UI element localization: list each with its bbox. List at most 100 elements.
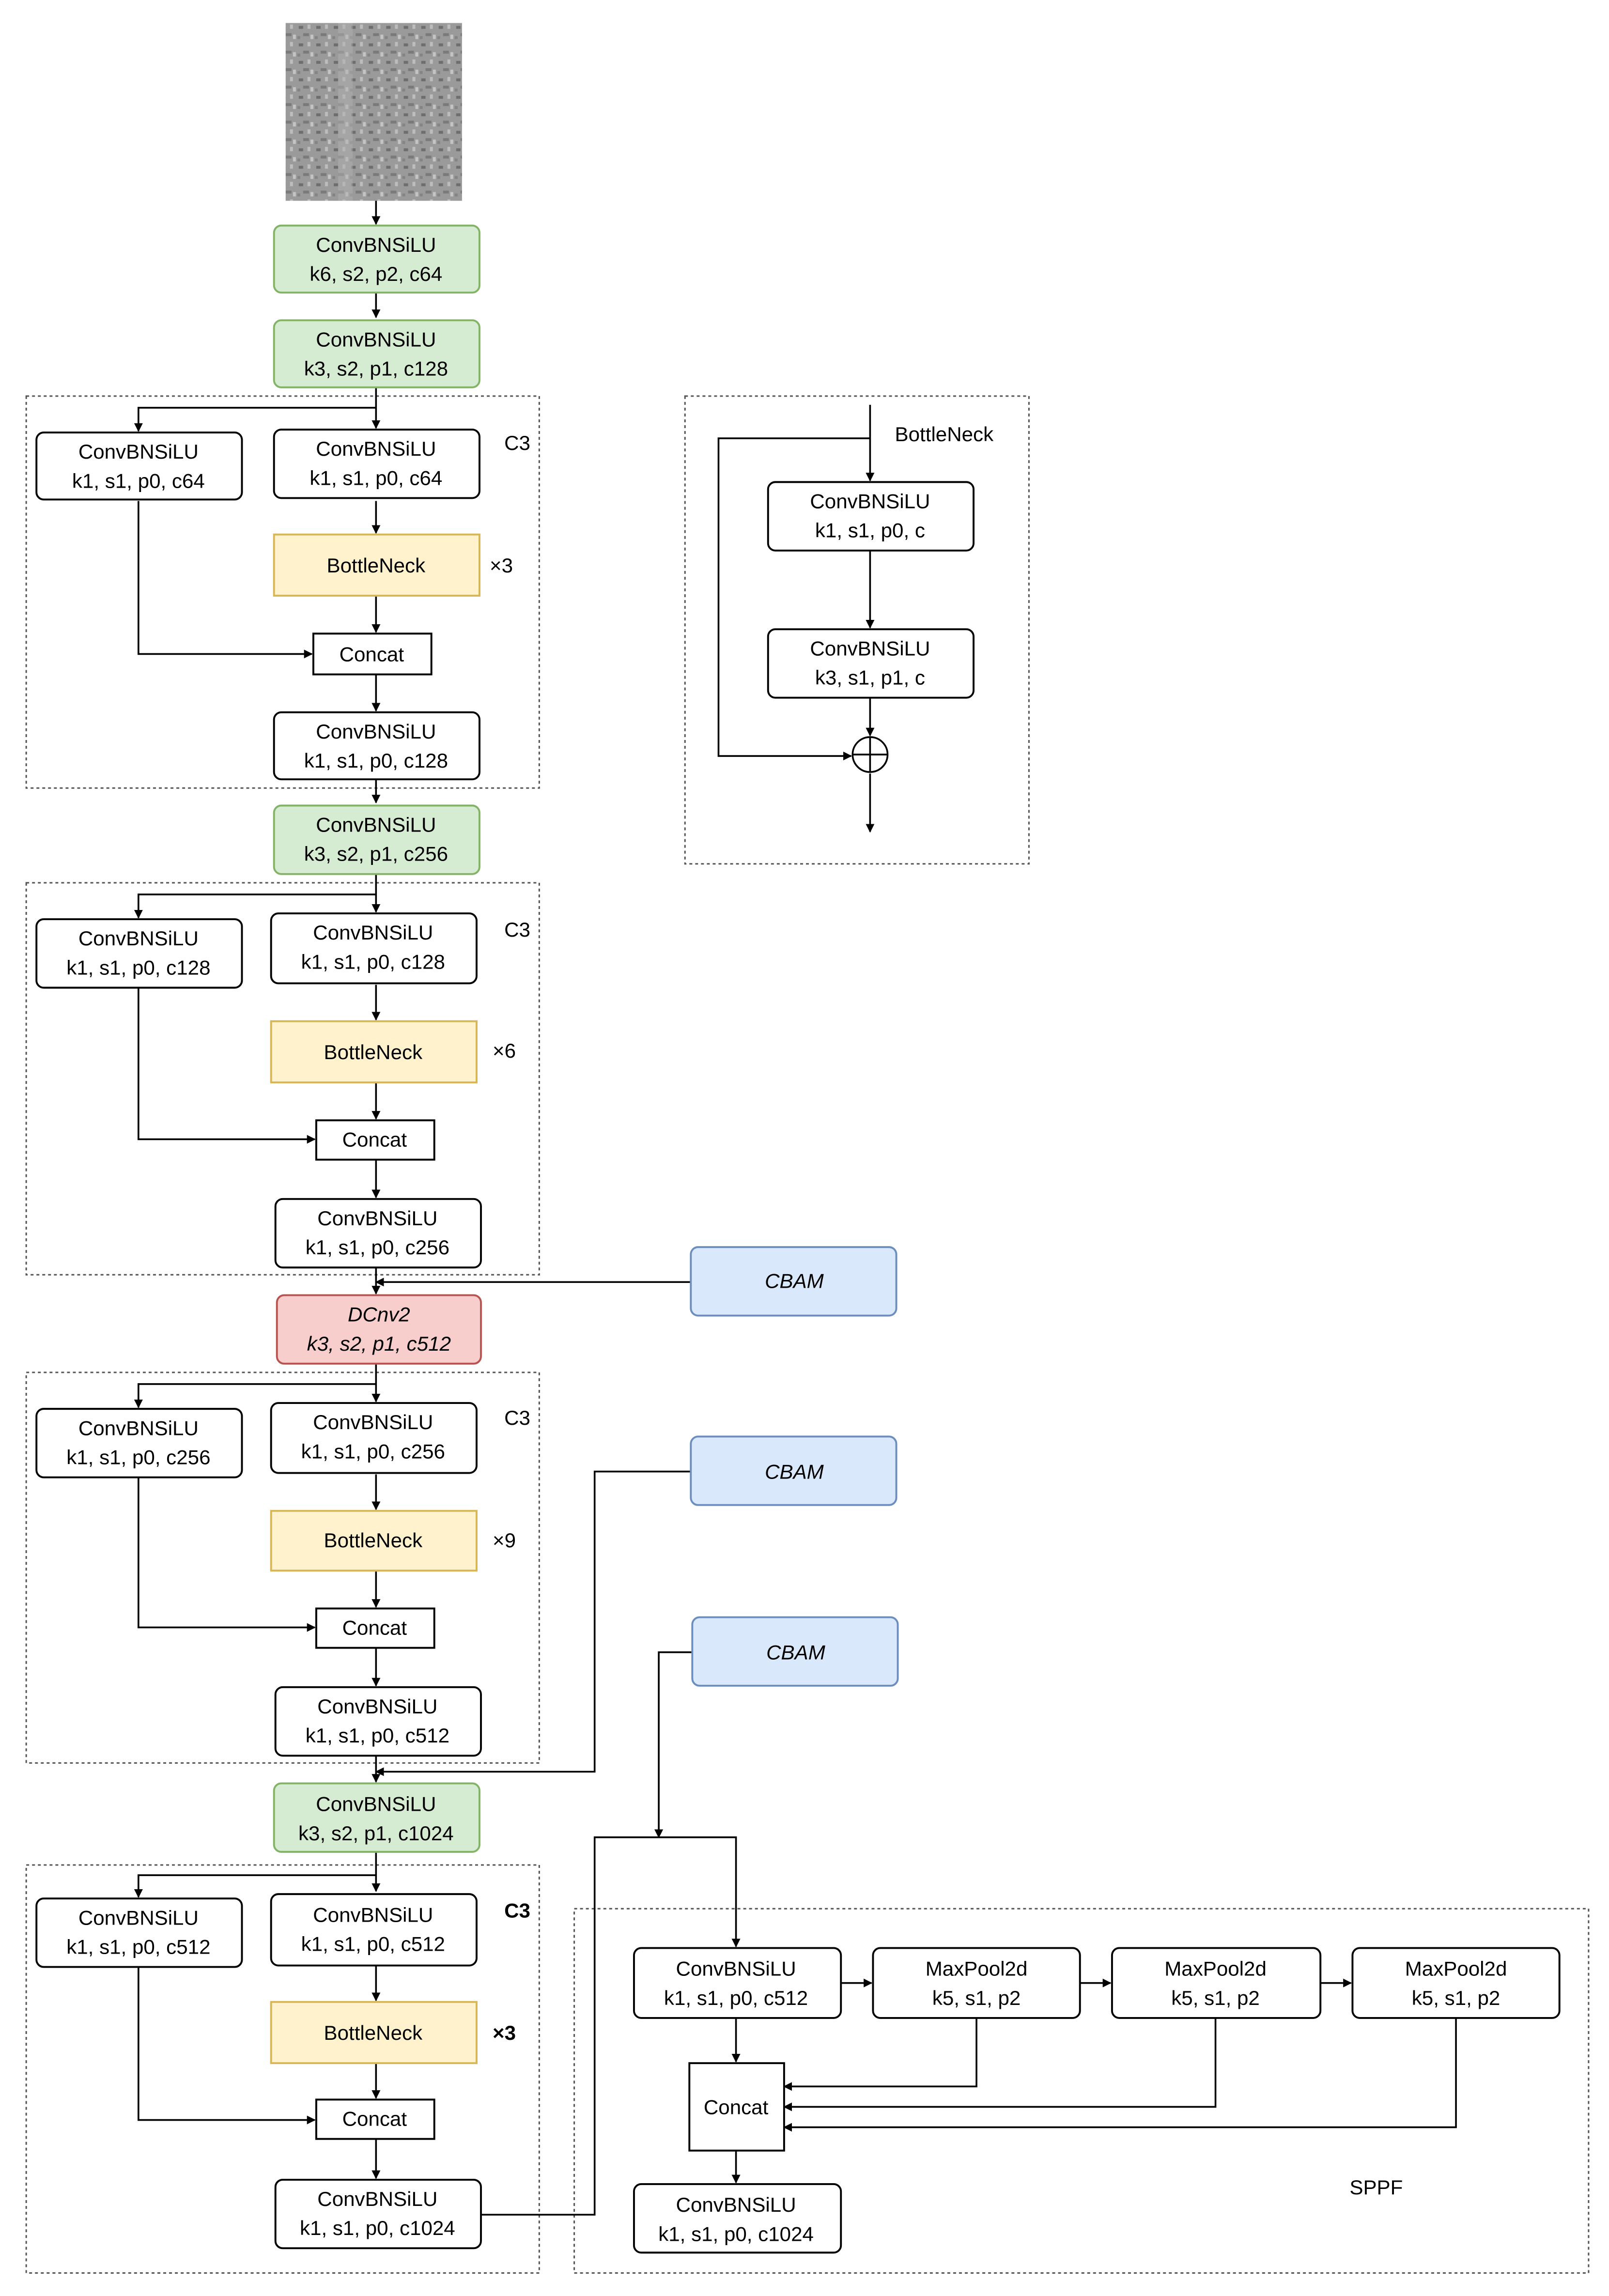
c3-block-4: C3 ConvBNSiLU k1, s1, p0, c512 ConvBNSiL… [35, 1893, 530, 2250]
sppf-frame [573, 1908, 1590, 2274]
c3-block-2-right-conv: ConvBNSiLU k1, s1, p0, c128 [270, 912, 478, 985]
svg-text:CBAM: CBAM [765, 1461, 824, 1483]
svg-text:BottleNeck: BottleNeck [324, 1041, 423, 1063]
svg-text:ConvBNSiLU: ConvBNSiLU [316, 328, 436, 351]
sppf-maxpool-1: MaxPool2d k5, s1, p2 [872, 1947, 1081, 2019]
bottleneck-detail: BottleNeck ConvBNSiLU k1, s1, p0, c Conv… [767, 423, 994, 699]
c3-block-2-repeat: ×6 [493, 1039, 516, 1062]
svg-text:k1, s1, p0, c256: k1, s1, p0, c256 [306, 1236, 449, 1259]
svg-text:ConvBNSiLU: ConvBNSiLU [316, 437, 436, 460]
sppf-in-conv: ConvBNSiLU k1, s1, p0, c512 [633, 1947, 842, 2019]
svg-text:BottleNeck: BottleNeck [327, 554, 426, 577]
svg-text:ConvBNSiLU: ConvBNSiLU [317, 1207, 437, 1230]
svg-text:Concat: Concat [704, 2096, 769, 2119]
svg-text:ConvBNSiLU: ConvBNSiLU [313, 1903, 433, 1926]
svg-text:ConvBNSiLU: ConvBNSiLU [317, 1695, 437, 1718]
svg-text:ConvBNSiLU: ConvBNSiLU [676, 2193, 796, 2216]
svg-text:ConvBNSiLU: ConvBNSiLU [810, 490, 930, 513]
c3-block-1: C3 ConvBNSiLU k1, s1, p0, c64 ConvBNSiLU… [35, 429, 530, 781]
svg-text:CBAM: CBAM [766, 1641, 826, 1664]
svg-text:k1, s1, p0, c128: k1, s1, p0, c128 [66, 956, 210, 979]
svg-text:ConvBNSiLU: ConvBNSiLU [313, 921, 433, 944]
svg-text:k5, s1, p2: k5, s1, p2 [932, 1987, 1021, 2009]
svg-text:ConvBNSiLU: ConvBNSiLU [78, 927, 199, 950]
c3-block-3-out-conv: ConvBNSiLU k1, s1, p0, c512 [274, 1686, 482, 1757]
svg-text:k1, s1, p0, c1024: k1, s1, p0, c1024 [300, 2217, 455, 2239]
c3-block-1-concat: Concat [312, 632, 433, 676]
svg-text:ConvBNSiLU: ConvBNSiLU [316, 720, 436, 743]
svg-text:ConvBNSiLU: ConvBNSiLU [316, 814, 436, 836]
bottleneck-detail-conv-1: ConvBNSiLU k1, s1, p0, c [767, 481, 975, 552]
cbam-module-2: CBAM [690, 1435, 897, 1506]
down-conv-2: ConvBNSiLU k3, s2, p1, c1024 [273, 1782, 480, 1853]
bottleneck-detail-conv-2: ConvBNSiLU k3, s1, p1, c [767, 628, 975, 699]
c3-block-2: C3 ConvBNSiLU k1, s1, p0, c128 ConvBNSiL… [35, 912, 530, 1269]
svg-text:ConvBNSiLU: ConvBNSiLU [317, 2188, 437, 2210]
c3-block-2-bottleneck: BottleNeck [270, 1020, 478, 1084]
svg-text:DCnv2: DCnv2 [348, 1303, 410, 1326]
stem-conv-1: ConvBNSiLU k6, s2, p2, c64 [273, 224, 480, 294]
svg-text:ConvBNSiLU: ConvBNSiLU [78, 1906, 199, 1929]
svg-text:CBAM: CBAM [765, 1269, 824, 1292]
c3-block-3-right-conv: ConvBNSiLU k1, s1, p0, c256 [270, 1402, 478, 1474]
svg-text:Concat: Concat [340, 643, 404, 665]
svg-text:Concat: Concat [342, 1617, 407, 1639]
svg-text:k1, s1, p0, c512: k1, s1, p0, c512 [664, 1987, 808, 2009]
c3-block-2-title: C3 [504, 918, 530, 941]
svg-text:Concat: Concat [342, 2108, 407, 2130]
down-conv-1: ConvBNSiLU k3, s2, p1, c256 [273, 804, 480, 875]
svg-text:k3, s2, p1, c128: k3, s2, p1, c128 [304, 357, 448, 380]
sppf-maxpool-3: MaxPool2d k5, s1, p2 [1351, 1947, 1561, 2019]
bottleneck-detail-title: BottleNeck [895, 423, 994, 446]
svg-text:BottleNeck: BottleNeck [324, 2021, 423, 2044]
svg-text:ConvBNSiLU: ConvBNSiLU [313, 1411, 433, 1433]
c3-block-4-frame [25, 1864, 540, 2274]
c3-block-4-right-conv: ConvBNSiLU k1, s1, p0, c512 [270, 1893, 478, 1967]
svg-text:k3, s2, p1, c1024: k3, s2, p1, c1024 [298, 1822, 454, 1845]
svg-text:ConvBNSiLU: ConvBNSiLU [78, 1417, 199, 1439]
svg-text:ConvBNSiLU: ConvBNSiLU [316, 1793, 436, 1816]
c3-block-2-left-conv: ConvBNSiLU k1, s1, p0, c128 [35, 918, 243, 989]
svg-text:k5, s1, p2: k5, s1, p2 [1171, 1987, 1260, 2009]
svg-text:k1, s1, p0, c128: k1, s1, p0, c128 [301, 950, 445, 973]
svg-text:k1, s1, p0, c1024: k1, s1, p0, c1024 [658, 2222, 814, 2245]
c3-block-3-concat: Concat [315, 1607, 435, 1649]
c3-block-1-out-conv: ConvBNSiLU k1, s1, p0, c128 [273, 711, 480, 781]
svg-text:BottleNeck: BottleNeck [324, 1529, 423, 1552]
c3-block-2-frame [25, 882, 540, 1276]
svg-text:MaxPool2d: MaxPool2d [1164, 1957, 1267, 1980]
c3-block-1-left-conv: ConvBNSiLU k1, s1, p0, c64 [35, 431, 243, 501]
c3-block-3-repeat: ×9 [493, 1529, 516, 1552]
svg-text:k3, s1, p1, c: k3, s1, p1, c [815, 666, 925, 689]
svg-text:k1, s1, p0, c512: k1, s1, p0, c512 [66, 1936, 210, 1958]
c3-block-1-bottleneck: BottleNeck [273, 533, 480, 597]
c3-block-1-repeat: ×3 [490, 554, 513, 577]
sppf-out-conv: ConvBNSiLU k1, s1, p0, c1024 [633, 2183, 842, 2254]
c3-block-1-title: C3 [504, 431, 530, 454]
c3-block-2-concat: Concat [315, 1119, 435, 1161]
bottleneck-detail-frame [684, 395, 1030, 865]
svg-text:MaxPool2d: MaxPool2d [926, 1957, 1028, 1980]
c3-block-2-out-conv: ConvBNSiLU k1, s1, p0, c256 [274, 1198, 482, 1269]
input-image [285, 23, 462, 201]
svg-text:k5, s1, p2: k5, s1, p2 [1412, 1987, 1501, 2009]
svg-text:k1, s1, p0, c512: k1, s1, p0, c512 [301, 1932, 445, 1955]
cbam-module-3: CBAM [691, 1616, 899, 1687]
sppf-block: SPPF ConvBNSiLU k1, s1, p0, c512 MaxPool… [633, 1947, 1561, 2254]
cbam-module-1: CBAM [690, 1246, 897, 1317]
add-node [851, 736, 889, 773]
svg-text:k1, s1, p0, c128: k1, s1, p0, c128 [304, 749, 448, 772]
c3-block-4-bottleneck: BottleNeck [270, 2001, 478, 2065]
svg-text:k3, s2, p1, c512: k3, s2, p1, c512 [307, 1332, 451, 1355]
svg-text:ConvBNSiLU: ConvBNSiLU [78, 440, 199, 463]
c3-block-4-left-conv: ConvBNSiLU k1, s1, p0, c512 [35, 1897, 243, 1968]
c3-block-1-frame [25, 395, 540, 789]
svg-text:k3, s2, p1, c256: k3, s2, p1, c256 [304, 843, 448, 865]
svg-text:k1, s1, p0, c: k1, s1, p0, c [815, 519, 925, 542]
sppf-maxpool-2: MaxPool2d k5, s1, p2 [1111, 1947, 1322, 2019]
svg-text:k1, s1, p0, c64: k1, s1, p0, c64 [309, 466, 442, 489]
sppf-title: SPPF [1349, 2176, 1403, 2199]
svg-text:ConvBNSiLU: ConvBNSiLU [676, 1957, 796, 1980]
svg-text:Concat: Concat [342, 1128, 407, 1151]
connection-lines [134, 200, 1457, 2216]
